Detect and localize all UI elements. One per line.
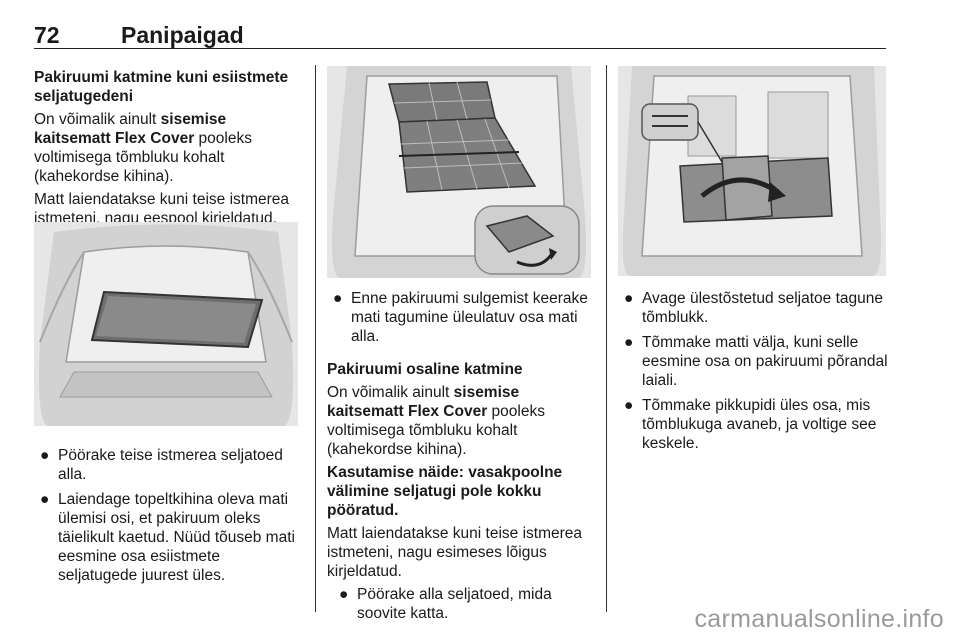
- page-number: 72: [34, 22, 60, 48]
- column-3: ●Avage ülestõstetud seljatoe tagune tõmb…: [618, 289, 888, 459]
- heading-partial-cover: Pakiruumi osaline katmine: [327, 361, 523, 378]
- column-divider: [315, 65, 316, 612]
- list-item: ●Tõmmake pikkupidi üles osa, mis tõmbluk…: [624, 397, 877, 452]
- watermark: carmanualsonline.info: [694, 605, 944, 633]
- figure-zipper-fold: [618, 66, 886, 276]
- figure-full-cover: [34, 222, 298, 426]
- column-2: ●Enne pakiruumi sulgemist keerake mati t…: [327, 289, 593, 629]
- figure-fold-under: [327, 66, 591, 278]
- list-item: ●Avage ülestõstetud seljatoe tagune tõmb…: [624, 290, 884, 326]
- page-header: 72 Panipaigad: [34, 22, 886, 49]
- list-item: ●Pöörake teise istmerea seljatoed alla.: [40, 447, 283, 483]
- section-title: Panipaigad: [121, 22, 244, 48]
- intro-paragraph: On võimalik ainult sisemise kaitsematt F…: [34, 111, 252, 185]
- paragraph: Matt laiendatakse kuni teise istmerea is…: [327, 525, 583, 580]
- column-1: Pakiruumi katmine kuni esiistmete seljat…: [34, 68, 300, 232]
- list-item: ●Enne pakiruumi sulgemist keerake mati t…: [333, 290, 588, 345]
- list-item: ●Laiendage topeltkihina oleva mati ülemi…: [40, 491, 295, 584]
- heading-cover-to-front-seats: Pakiruumi katmine kuni esiistmete seljat…: [34, 69, 289, 105]
- list-item: ●Pöörake alla seljatoed, mida soovite ka…: [339, 586, 552, 622]
- column-1-bullets: ●Pöörake teise istmerea seljatoed alla. …: [34, 446, 300, 591]
- column-divider: [606, 65, 607, 612]
- list-item: ●Tõmmake matti välja, kuni selle eesmine…: [624, 334, 888, 389]
- example-heading: Kasutamise näide: vasakpoolne välimine s…: [327, 464, 563, 519]
- intro-paragraph: On võimalik ainult sisemise kaitsematt F…: [327, 384, 545, 458]
